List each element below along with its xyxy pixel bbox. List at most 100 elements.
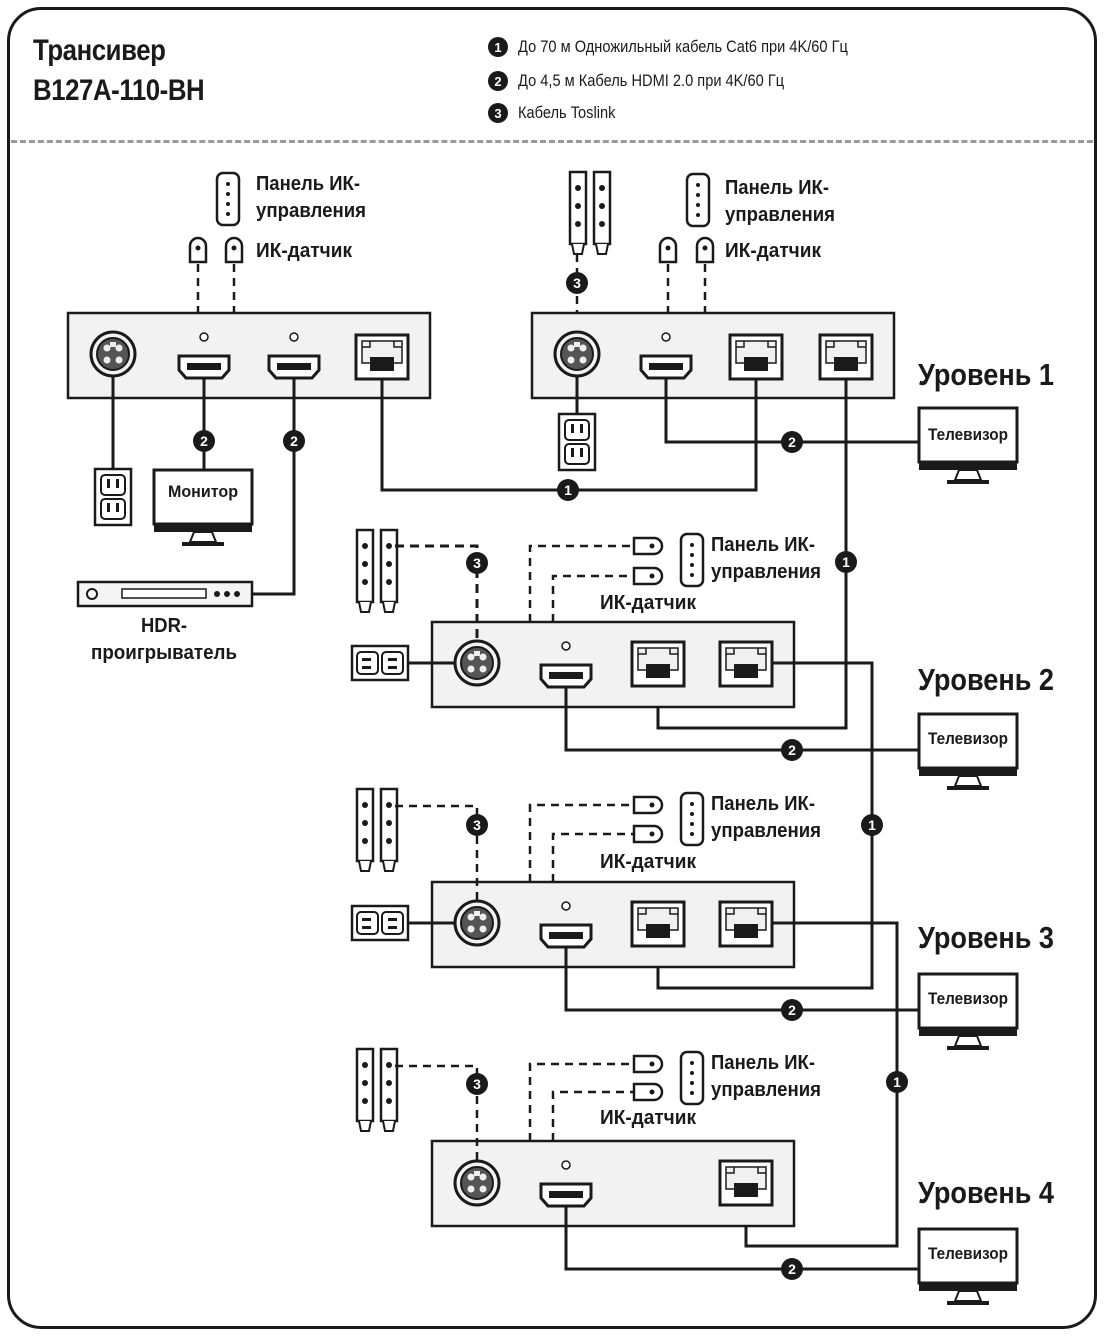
legend-text: До 70 м Одножильный кабель Cat6 при 4K/6… (518, 37, 848, 56)
speaker-pair-icon (355, 787, 399, 873)
badge-number: 1 (564, 482, 572, 498)
title-line-1: Трансивер (33, 34, 166, 67)
power-port-icon (453, 639, 501, 687)
ir-sensor-icon (632, 566, 664, 586)
hdr-player-label: проигрыватель (91, 642, 237, 664)
hdmi-port-icon (177, 354, 231, 380)
badge-number: 2 (788, 434, 796, 450)
level-2-transceiver (430, 620, 796, 709)
hdr-player-icon (76, 580, 254, 608)
legend-number: 1 (488, 37, 508, 57)
level-label: Уровень 3 (918, 920, 1054, 955)
rj45-port-icon (818, 333, 874, 381)
tv-label: Телевизор (928, 1244, 1008, 1263)
title-line-2: B127A-110-BH (33, 74, 205, 107)
ir-panel-icon (215, 171, 241, 227)
badge-number: 2 (290, 433, 298, 449)
hdmi-port-icon (267, 354, 321, 380)
ir-sensor-icon (224, 236, 244, 264)
speaker-pair-icon (355, 528, 399, 614)
ir-panel-label: управления (725, 204, 835, 226)
legend-item-toslink: 3 Кабель Toslink (488, 100, 631, 126)
diagram-frame (7, 7, 1097, 1329)
level-1-left-transceiver (66, 311, 432, 400)
level-1-right-transceiver (530, 311, 896, 400)
ir-sensor-icon (188, 236, 208, 264)
ir-panel-label: Панель ИК- (725, 177, 829, 199)
badge-number: 3 (473, 555, 481, 571)
power-outlet-icon (350, 904, 410, 942)
level-label: Уровень 4 (918, 1175, 1055, 1210)
rj45-port-icon (630, 640, 686, 688)
hdmi-port-icon (639, 354, 693, 380)
tv-label: Телевизор (928, 989, 1008, 1008)
ir-panel-label: Панель ИК- (256, 173, 360, 195)
hdmi-port-icon (539, 663, 593, 689)
tv-icon (917, 972, 1019, 1052)
hdr-player-label: HDR- (141, 615, 187, 637)
rj45-port-icon (718, 900, 774, 948)
ir-sensor-icon (632, 824, 664, 844)
ir-panel-icon (679, 791, 705, 847)
ir-panel-label: управления (711, 561, 821, 583)
rj45-port-icon (630, 900, 686, 948)
ir-panel-icon (685, 172, 711, 228)
tv-label: Телевизор (928, 425, 1008, 444)
legend-text: Кабель Toslink (518, 103, 616, 122)
hdmi-port-icon (539, 1182, 593, 1208)
badge-number: 2 (788, 1261, 796, 1277)
power-port-icon (453, 1159, 501, 1207)
power-outlet-icon (350, 644, 410, 682)
legend-number: 2 (488, 71, 508, 91)
legend-item-cat6: 1 До 70 м Одножильный кабель Cat6 при 4K… (488, 34, 902, 60)
legend-text: До 4,5 м Кабель HDMI 2.0 при 4K/60 Гц (518, 71, 785, 90)
ir-sensor-label: ИК-датчик (600, 1107, 697, 1129)
badge-number: 3 (473, 1076, 481, 1092)
badge-number: 2 (788, 1002, 796, 1018)
tv-label: Телевизор (928, 729, 1008, 748)
badge-number: 3 (473, 817, 481, 833)
rj45-port-icon (728, 333, 784, 381)
rj45-port-icon (354, 333, 410, 381)
power-port-icon (453, 899, 501, 947)
speaker-pair-icon (568, 170, 612, 256)
ir-sensor-icon (695, 236, 715, 264)
ir-panel-label: Панель ИК- (711, 1052, 815, 1074)
power-outlet-icon (557, 412, 597, 472)
rj45-port-icon (718, 640, 774, 688)
ir-sensor-icon (632, 1082, 664, 1102)
ir-panel-label: управления (711, 820, 821, 842)
badge-number: 1 (868, 817, 876, 833)
ir-panel-icon (679, 532, 705, 588)
speaker-pair-icon (355, 1047, 399, 1133)
legend-number: 3 (488, 103, 508, 123)
ir-sensor-icon (632, 536, 664, 556)
badge-number: 1 (842, 554, 850, 570)
ir-panel-label: Панель ИК- (711, 793, 815, 815)
power-port-icon (89, 330, 137, 378)
level-label: Уровень 1 (918, 357, 1054, 392)
ir-panel-label: Панель ИК- (711, 534, 815, 556)
tv-icon (917, 712, 1019, 792)
badge-number: 2 (788, 742, 796, 758)
badge-number: 1 (893, 1074, 901, 1090)
level-4-transceiver (430, 1139, 796, 1228)
legend-item-hdmi: 2 До 4,5 м Кабель HDMI 2.0 при 4K/60 Гц (488, 68, 827, 94)
ir-sensor-label: ИК-датчик (600, 851, 697, 873)
monitor-label: Монитор (168, 482, 238, 501)
power-port-icon (553, 330, 601, 378)
ir-panel-label: управления (711, 1079, 821, 1101)
tv-icon (917, 406, 1019, 486)
tv-icon (917, 1227, 1019, 1307)
rj45-port-icon (718, 1159, 774, 1207)
power-outlet-icon (93, 467, 133, 527)
level-label: Уровень 2 (918, 662, 1054, 697)
ir-sensor-icon (632, 795, 664, 815)
ir-panel-icon (679, 1050, 705, 1106)
header-divider (11, 140, 1093, 143)
ir-sensor-label: ИК-датчик (725, 240, 822, 262)
badge-number: 2 (200, 433, 208, 449)
ir-sensor-label: ИК-датчик (256, 240, 353, 262)
level-3-transceiver (430, 880, 796, 969)
